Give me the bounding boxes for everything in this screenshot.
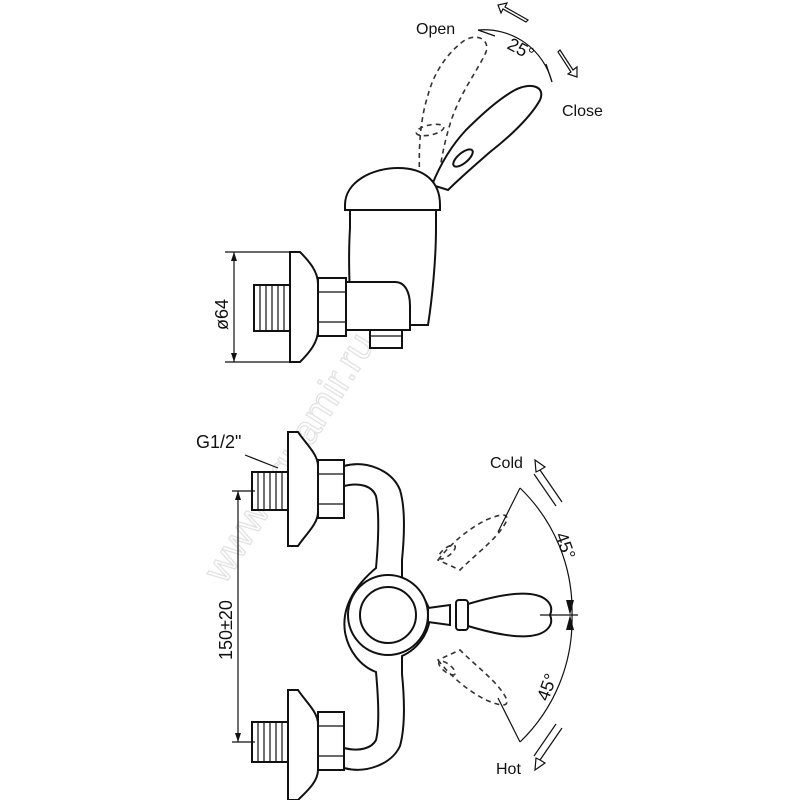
cold-label: Cold [490, 455, 523, 472]
open-label: Open [416, 21, 455, 38]
handle-cap [344, 166, 441, 211]
upper-threaded-connector [251, 471, 289, 511]
hot-label: Hot [496, 761, 521, 778]
cartridge-ring-inner [359, 586, 417, 644]
lever-stem [427, 603, 451, 627]
threaded-connector [253, 284, 291, 332]
diameter-label: ø64 [212, 299, 232, 330]
side-view: ø64 25° Open Close [212, 2, 603, 363]
angle-hot-label: 45° [533, 671, 561, 703]
spacing-label: 150±20 [216, 600, 236, 660]
hex-nut [317, 277, 347, 337]
front-view: 45° 45° Cold Hot G1/2" 150±20 [196, 431, 579, 800]
outlet-stub [369, 329, 403, 349]
lower-hex-nut [317, 711, 345, 771]
angle-25-label: 25° [504, 34, 537, 64]
wall-flange [289, 251, 319, 363]
spacing-dimension: 150±20 [216, 490, 255, 743]
handle-hot-dashed [436, 649, 508, 706]
arrow-cold-icon [533, 458, 563, 507]
arrow-close-icon [557, 49, 578, 78]
arrow-hot-icon [533, 723, 563, 772]
thread-leader [244, 454, 279, 469]
angle-cold-label: 45° [551, 530, 579, 562]
upper-hex-nut [317, 459, 345, 519]
diameter-dimension: ø64 [212, 251, 292, 363]
handle-closed [430, 84, 543, 192]
close-label: Close [562, 103, 603, 120]
handle-open-dashed [415, 36, 488, 186]
handle-center [455, 592, 553, 638]
elbow-connector [344, 281, 411, 331]
lower-wall-flange [287, 689, 319, 800]
arrow-open-icon [497, 2, 529, 23]
thread-label: G1/2" [196, 432, 241, 452]
lower-threaded-connector [251, 721, 289, 763]
handle-cold-dashed [436, 514, 508, 571]
